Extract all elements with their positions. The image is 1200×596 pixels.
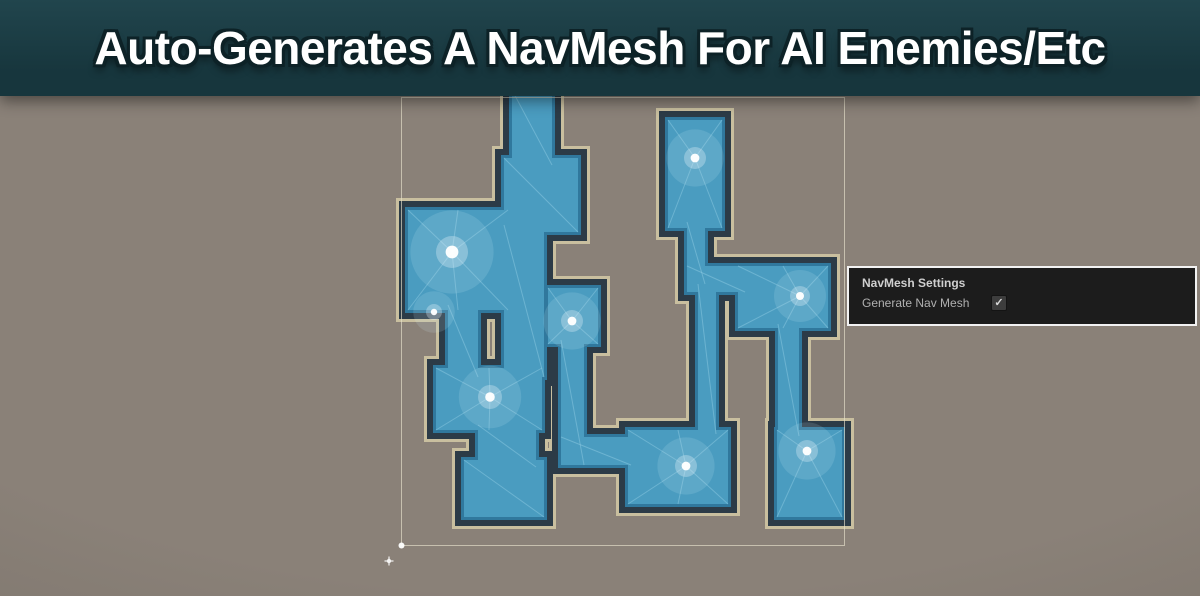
navmesh-settings-panel: NavMesh Settings Generate Nav Mesh ✓	[847, 266, 1197, 326]
generate-navmesh-label: Generate Nav Mesh	[862, 296, 970, 310]
title-banner: Auto-Generates A NavMesh For AI Enemies/…	[0, 0, 1200, 96]
light-sprites	[410, 129, 836, 495]
selection-outline	[384, 97, 845, 566]
generate-navmesh-row: Generate Nav Mesh ✓	[862, 295, 1182, 311]
navmesh-triangulation	[407, 89, 843, 518]
viewport-gizmo-dot	[384, 556, 394, 566]
selection-corner-dot	[398, 542, 405, 549]
panel-title: NavMesh Settings	[862, 276, 966, 290]
check-icon: ✓	[994, 296, 1004, 309]
banner-title: Auto-Generates A NavMesh For AI Enemies/…	[94, 22, 1106, 74]
generate-navmesh-checkbox[interactable]: ✓	[991, 295, 1007, 311]
